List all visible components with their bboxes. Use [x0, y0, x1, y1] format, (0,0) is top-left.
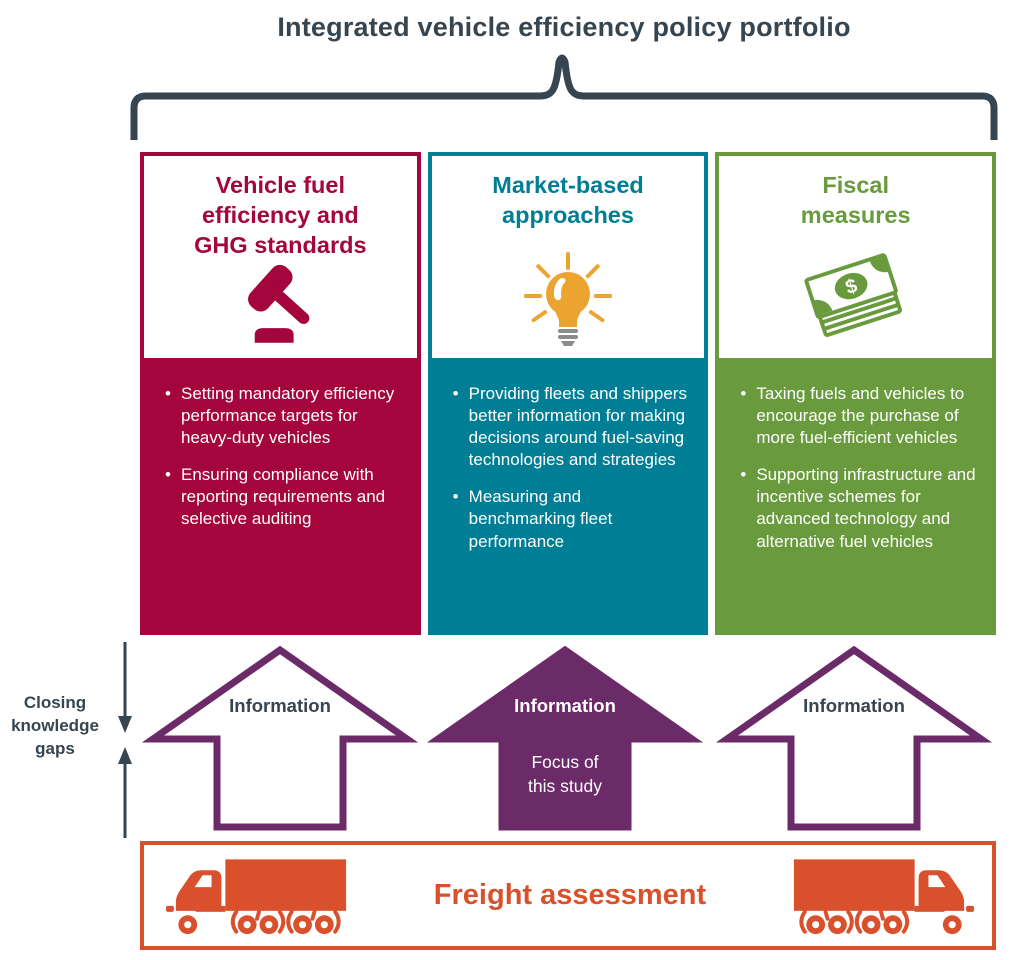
bullet-item: Measuring and benchmarking fleet perform…: [452, 486, 691, 552]
column-title: Fiscal measures: [800, 172, 911, 228]
brace-bracket: [130, 54, 998, 140]
side-label: Closing knowledge gaps: [11, 693, 99, 758]
column-header: Fiscal measures $: [719, 156, 993, 358]
bullet-list: Setting mandatory efficiency performance…: [144, 358, 417, 531]
column-body: Setting mandatory efficiency performance…: [144, 358, 417, 631]
lightbulb-icon: [524, 252, 612, 346]
money-icon: $: [804, 253, 902, 337]
bullet-item: Taxing fuels and vehicles to encourage t…: [739, 383, 978, 449]
up-block-arrow-icon: [715, 645, 993, 831]
bullet-list: Taxing fuels and vehicles to encourage t…: [719, 358, 992, 553]
truck-left-icon: [166, 858, 347, 934]
column-body: Providing fleets and shippers better inf…: [432, 358, 705, 631]
bullet-item: Setting mandatory efficiency performance…: [164, 383, 403, 449]
information-arrow-standards: Information: [141, 645, 419, 831]
bullet-item: Supporting infrastructure and incentive …: [739, 464, 978, 552]
knowledge-gap-arrows: [118, 642, 132, 838]
information-arrow-fiscal: Information: [715, 645, 993, 831]
column-title: Vehicle fuel efficiency and GHG standard…: [194, 172, 367, 258]
bullet-item: Providing fleets and shippers better inf…: [452, 383, 691, 471]
column-header: Market-based approaches: [431, 156, 705, 358]
up-block-arrow-icon: [141, 645, 419, 831]
freight-assessment-label: Freight assessment: [433, 879, 707, 911]
column-body: Taxing fuels and vehicles to encourage t…: [719, 358, 992, 631]
arrow-label: Information: [514, 695, 616, 716]
arrow-label: Information: [803, 695, 905, 716]
bullet-item: Ensuring compliance with reporting requi…: [164, 464, 403, 530]
column-vehicle-standards: Vehicle fuel efficiency and GHG standard…: [140, 152, 421, 635]
up-block-arrow-icon: [426, 645, 704, 831]
column-fiscal-measures: Fiscal measures $ Taxing: [715, 152, 997, 635]
arrow-label: Information: [229, 695, 331, 716]
information-arrow-market-focus: Information Focus of this study: [426, 645, 704, 831]
page-title: Integrated vehicle efficiency policy por…: [277, 12, 851, 42]
truck-right-icon: [793, 858, 974, 934]
down-arrow-icon: [118, 642, 132, 733]
policy-columns: Vehicle fuel efficiency and GHG standard…: [140, 152, 997, 635]
freight-assessment-box: Freight assessment: [140, 841, 996, 950]
up-arrow-icon: [118, 747, 132, 838]
arrow-sublabel: Focus of this study: [528, 752, 602, 796]
column-title: Market-based approaches: [492, 172, 644, 228]
column-header: Vehicle fuel efficiency and GHG standard…: [144, 156, 417, 358]
bullet-list: Providing fleets and shippers better inf…: [432, 358, 705, 553]
gavel-icon: [248, 264, 310, 343]
column-market-based: Market-based approaches: [427, 152, 709, 635]
